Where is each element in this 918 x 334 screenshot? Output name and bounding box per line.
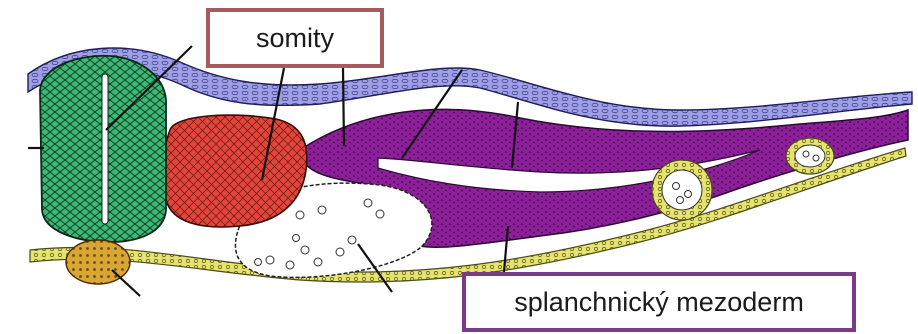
neural-canal: [102, 74, 108, 224]
label-somity: somity: [206, 8, 384, 68]
label-splanchnic-text: splanchnický mezoderm: [514, 287, 804, 318]
somite: [163, 115, 307, 227]
label-splanchnic-mesoderm: splanchnický mezoderm: [462, 272, 856, 332]
label-somity-text: somity: [256, 23, 334, 54]
